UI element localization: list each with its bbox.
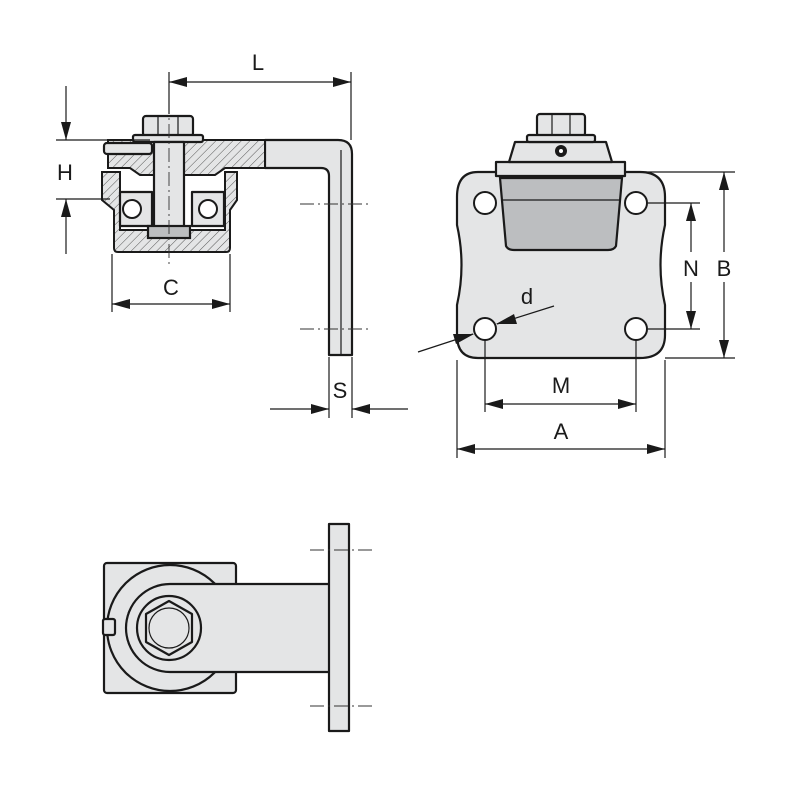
top-vertical-plate xyxy=(327,522,351,733)
dim-label-B: B xyxy=(717,256,732,281)
mount-hole-tl xyxy=(473,191,497,215)
mount-hole-bl xyxy=(473,317,497,341)
bracket-angle xyxy=(263,138,354,357)
dim-label-H: H xyxy=(57,160,73,185)
dim-label-N: N xyxy=(683,256,699,281)
dim-label-M: M xyxy=(552,373,570,398)
top-view xyxy=(101,522,372,733)
mount-hole-br xyxy=(624,317,648,341)
top-pin xyxy=(101,617,117,637)
dim-label-A: A xyxy=(554,419,569,444)
bearing-housing xyxy=(101,171,238,253)
bearing-ball-right xyxy=(198,199,218,219)
dim-label-S: S xyxy=(333,378,348,403)
raised-block xyxy=(498,176,624,252)
front-bolt-head xyxy=(535,112,587,138)
top-cap xyxy=(494,160,627,178)
front-washer xyxy=(525,133,597,144)
bearing-ball-left xyxy=(122,199,142,219)
front-view: N B d M A xyxy=(417,112,735,458)
mount-hole-tr xyxy=(624,191,648,215)
dim-label-L: L xyxy=(252,50,264,75)
bolt-head xyxy=(141,114,195,138)
top-bolt-hex xyxy=(144,599,194,657)
dim-label-C: C xyxy=(163,275,179,300)
side-pin xyxy=(102,141,154,156)
dim-label-d: d xyxy=(521,284,533,309)
side-section-view: L H C S xyxy=(56,50,408,418)
